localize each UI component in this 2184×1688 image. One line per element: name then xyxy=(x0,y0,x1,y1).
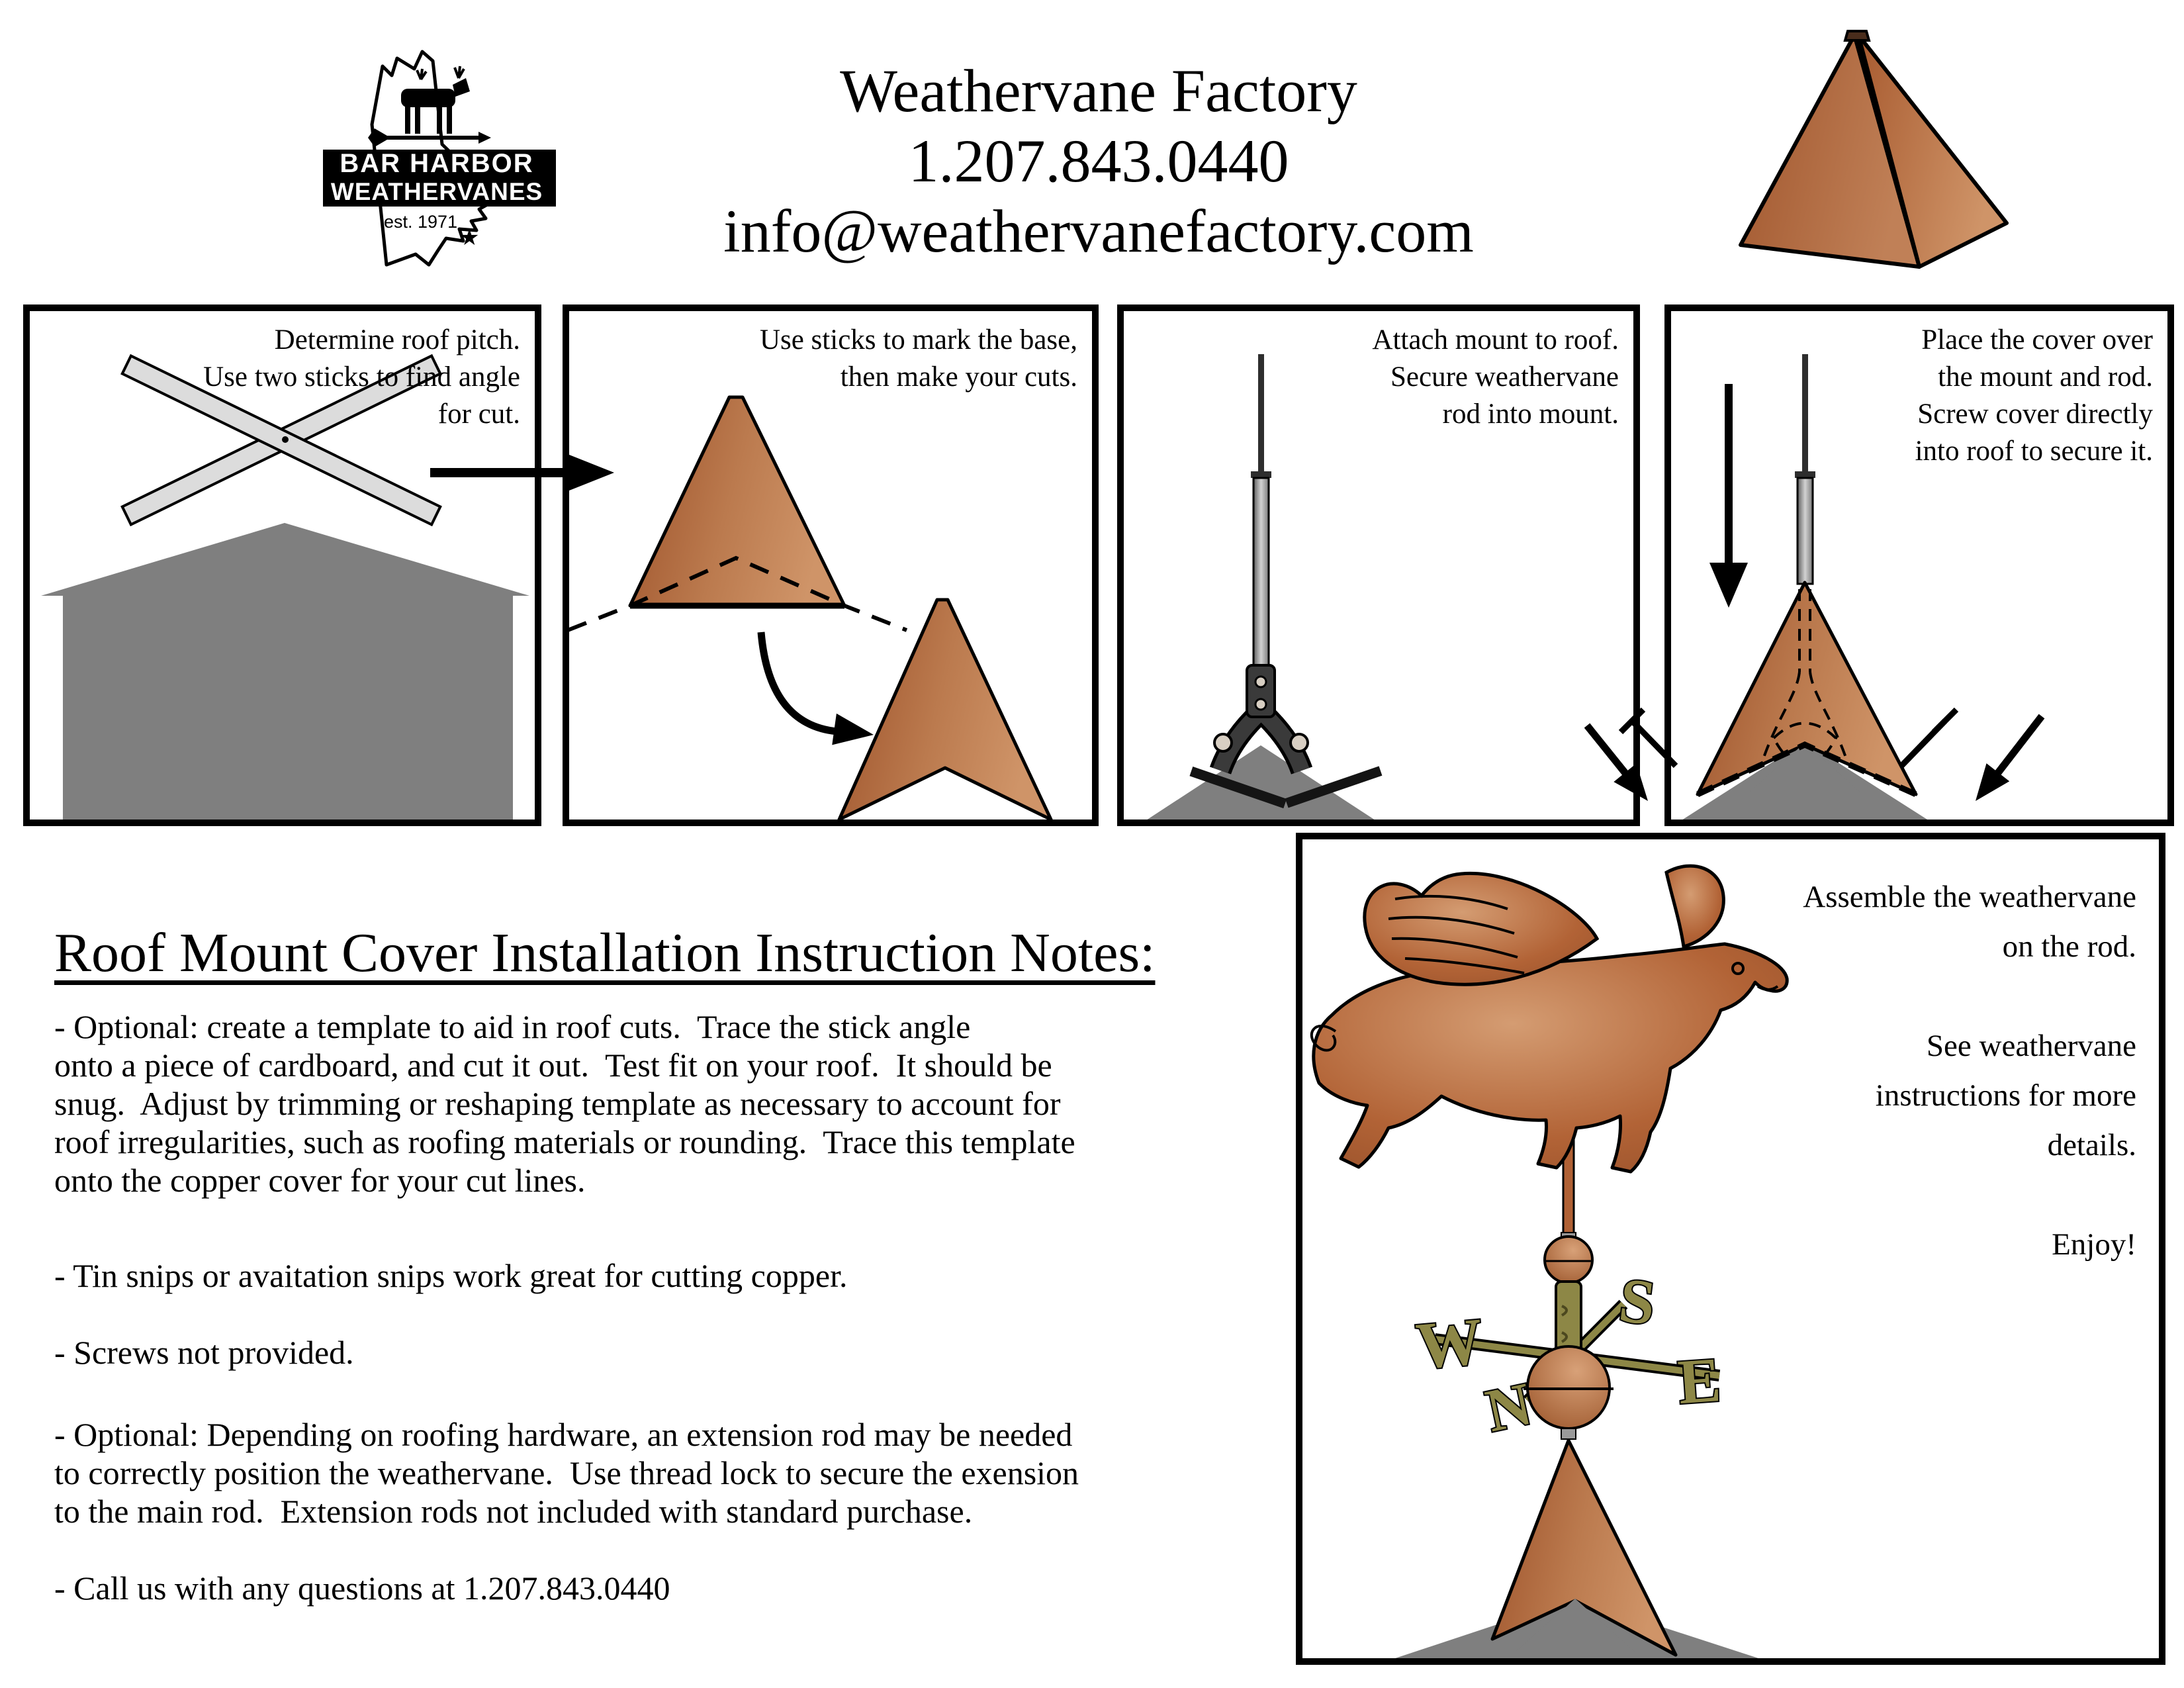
cover-base-dashed-edge xyxy=(1696,741,1917,798)
logo-established: est. 1971 xyxy=(384,212,457,232)
weathervane-rod-icon xyxy=(1251,354,1271,668)
step-2-panel: Use sticks to mark the base, then make y… xyxy=(563,305,1099,826)
directional-south: S xyxy=(1615,1264,1659,1338)
step-1-panel: Determine roof pitch. Use two sticks to … xyxy=(23,305,541,826)
company-title: Weathervane Factory xyxy=(840,57,1357,124)
pig-tail-curl xyxy=(1310,1025,1337,1052)
cover-cut-illustration xyxy=(569,395,1053,820)
roof-ridge-front-icon xyxy=(1516,1599,1635,1652)
cut-line-dashed xyxy=(569,555,908,632)
pig-ear xyxy=(1664,864,1725,949)
step-2-caption: Use sticks to mark the base, then make y… xyxy=(759,324,1077,393)
screw-arrow-right-icon xyxy=(1976,714,2045,801)
directional-east: E xyxy=(1676,1344,1723,1417)
house-icon xyxy=(41,523,529,820)
logo-star-icon: ★ xyxy=(459,226,479,250)
note-screws: - Screws not provided. xyxy=(54,1334,354,1371)
large-finial-ball-icon xyxy=(1524,1345,1614,1440)
step-1-caption: Determine roof pitch. Use two sticks to … xyxy=(203,324,520,430)
step-3-panel: Attach mount to roof. Secure weathervane… xyxy=(1117,305,1640,826)
roof-pitch-sticks-illustration xyxy=(41,353,529,820)
screw-right-icon xyxy=(1899,707,1959,769)
pig-smile xyxy=(1756,985,1779,991)
note-call-us: - Call us with any questions at 1.207.84… xyxy=(54,1570,670,1607)
logo-banner-line2: WEATHERVANES xyxy=(331,178,543,205)
arrow-right-icon xyxy=(430,453,614,492)
copper-pyramid-cover-illustration xyxy=(1739,30,2009,269)
moose-icon xyxy=(401,66,470,134)
assembly-caption: Assemble the weathervane on the rod. See… xyxy=(1803,880,2136,1262)
assembly-panel: Assemble the weathervane on the rod. See… xyxy=(1296,833,2165,1665)
weathervane-arrow-icon xyxy=(368,128,491,147)
cover-triangle-icon xyxy=(569,395,908,632)
roof-peak-icon xyxy=(1147,745,1375,820)
crossed-sticks-icon xyxy=(120,353,442,527)
roof-ridge-front-icon xyxy=(1749,743,1860,792)
arrow-down-icon xyxy=(1709,384,1748,608)
notes-section: Roof Mount Cover Installation Instructio… xyxy=(54,921,1351,1646)
step-4-panel: Place the cover over the mount and rod. … xyxy=(1664,305,2174,826)
note-tin-snips: - Tin snips or avaitation snips work gre… xyxy=(54,1257,848,1294)
bar-harbor-weathervanes-logo: BAR HARBOR WEATHERVANES est. 1971 ★ xyxy=(323,50,556,267)
weathervane-rod-icon xyxy=(1795,354,1815,585)
note-template: - Optional: create a template to aid in … xyxy=(54,1008,1075,1199)
screw-left-icon xyxy=(1584,707,1678,801)
curved-arrow-icon xyxy=(757,632,874,745)
pig-eye xyxy=(1731,962,1745,975)
note-extension-rod: - Optional: Depending on roofing hardwar… xyxy=(54,1416,1079,1530)
pig-wing xyxy=(1363,871,1600,986)
flying-pig-icon xyxy=(1310,864,1789,1174)
cover-install-illustration xyxy=(1682,354,2045,820)
pig-weathervane-illustration: W N S E xyxy=(1310,864,1789,1658)
step-3-caption: Attach mount to roof. Secure weathervane… xyxy=(1372,324,1619,430)
roof-mount-bracket-icon xyxy=(1189,664,1383,809)
step-4-caption: Place the cover over the mount and rod. … xyxy=(1915,324,2153,467)
directional-west: W xyxy=(1413,1304,1485,1383)
logo-banner xyxy=(323,150,556,207)
notes-heading: Roof Mount Cover Installation Instructio… xyxy=(54,922,1156,984)
company-phone: 1.207.843.0440 xyxy=(908,127,1289,195)
logo-banner-line1: BAR HARBOR xyxy=(340,149,533,178)
company-email: info@weathervanefactory.com xyxy=(723,197,1474,265)
cut-cover-chevron-icon xyxy=(837,598,1053,820)
wing-feather-lines xyxy=(1388,894,1525,974)
pig-body xyxy=(1312,942,1789,1174)
mount-rod-illustration xyxy=(1147,354,1383,820)
header: Weathervane Factory 1.207.843.0440 info@… xyxy=(596,56,1602,266)
